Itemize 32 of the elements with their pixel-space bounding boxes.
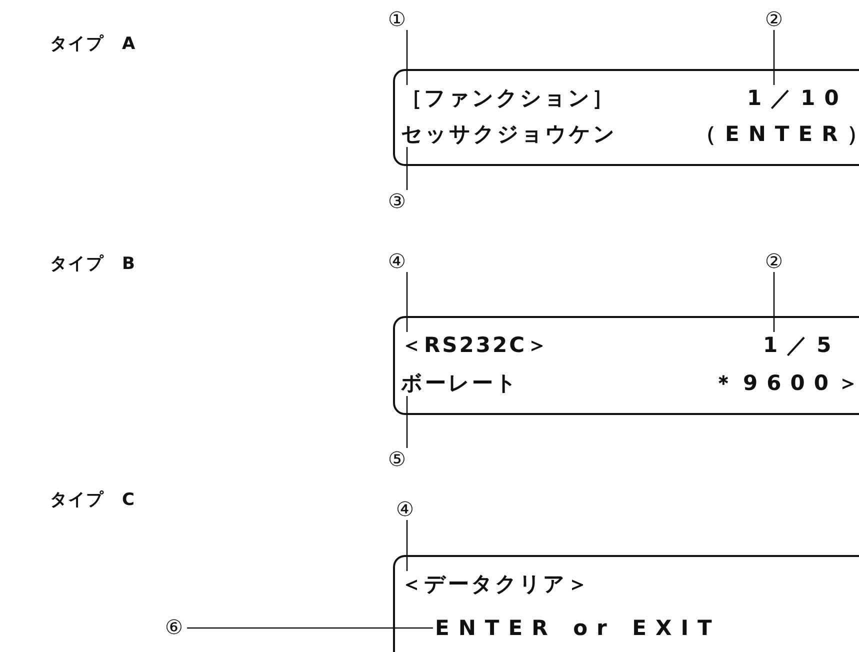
display-text: 1／5 [763,332,840,358]
lcd-display [393,555,859,652]
display-text: セッサクジョウケン [401,121,617,147]
display-text: ＊9600＞ [713,370,859,396]
display-text: ＜RS232C＞ [401,332,550,358]
leader-line [773,30,775,85]
display-text: ボーレート [401,370,519,396]
leader-line [406,272,408,332]
leader-line [406,147,408,190]
lcd-display [393,69,859,166]
callout-number: ③ [388,190,406,212]
lcd-display [393,316,859,415]
display-text: ［ファンクション］ [401,85,615,111]
display-text: 1／10 [747,85,848,111]
type-label: タイプ A [50,33,136,55]
display-text: （ENTER） [695,121,859,147]
leader-line [187,627,433,629]
leader-line [406,520,408,571]
display-text: ＜データクリア＞ [401,571,590,597]
callout-number: ① [388,8,406,30]
leader-line [406,30,408,85]
leader-line [773,272,775,332]
callout-number: ② [765,250,783,272]
callout-number: ⑥ [165,616,183,638]
callout-number: ② [765,8,783,30]
callout-number: ④ [388,250,406,272]
callout-number: ④ [396,498,414,520]
display-text: ENTER or EXIT [435,615,721,641]
type-label: タイプ C [50,489,136,511]
callout-number: ⑤ [388,448,406,470]
type-label: タイプ B [50,253,136,275]
leader-line [406,396,408,448]
